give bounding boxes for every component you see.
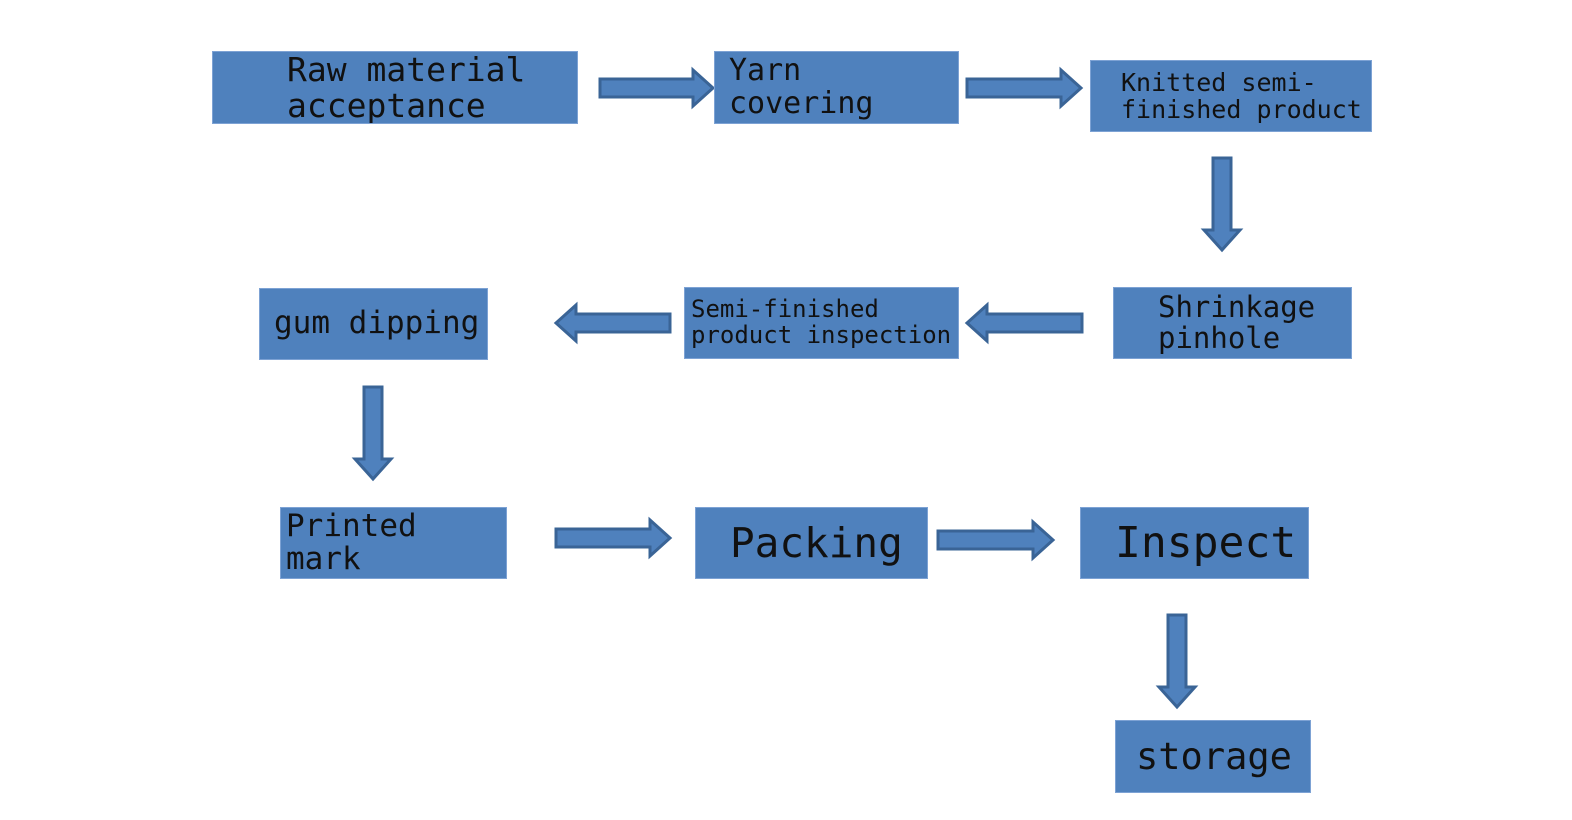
arrow-printed-to-packing <box>554 516 673 560</box>
step-inspect-label: Inspect <box>1115 517 1297 568</box>
step-semi-inspection-line2: product inspection <box>691 321 952 349</box>
step-knitted-line2: finished product <box>1121 95 1362 124</box>
step-inspect: Inspect <box>1080 507 1309 579</box>
step-semi-finished-product-inspection: Semi-finished product inspection <box>684 287 959 359</box>
arrow-gum-to-printed <box>351 385 395 482</box>
arrow-shrinkage-to-semi <box>964 301 1084 345</box>
step-raw-material-line1: Raw material <box>287 51 526 89</box>
step-packing: Packing <box>695 507 928 579</box>
step-yarn-covering-label: Yarn covering <box>729 53 874 121</box>
step-storage: storage <box>1115 720 1311 793</box>
step-shrinkage-pinhole: Shrinkage pinhole <box>1113 287 1352 359</box>
arrow-semi-to-gum <box>553 301 672 345</box>
step-shrinkage-line1: Shrinkage <box>1158 289 1316 324</box>
arrow-inspect-to-storage <box>1155 613 1199 710</box>
step-gum-dipping: gum dipping <box>259 288 488 360</box>
arrow-raw-to-yarn <box>598 66 716 110</box>
step-knitted-line1: Knitted semi- <box>1121 68 1317 97</box>
step-raw-material-line2: acceptance <box>287 85 486 124</box>
arrow-packing-to-inspect <box>936 518 1056 562</box>
step-semi-inspection-line1: Semi-finished <box>691 295 879 324</box>
step-printed-mark-label: Printed mark <box>286 507 417 577</box>
step-storage-label: storage <box>1136 734 1292 778</box>
step-raw-material-acceptance: Raw material acceptance <box>212 51 578 124</box>
step-knitted-semi-finished-product: Knitted semi- finished product <box>1090 60 1372 132</box>
step-gum-dipping-label: gum dipping <box>274 305 480 342</box>
step-yarn-covering: Yarn covering <box>714 51 959 124</box>
arrow-yarn-to-knitted <box>965 66 1084 110</box>
step-printed-mark: Printed mark <box>280 507 507 579</box>
step-shrinkage-line2: pinhole <box>1158 321 1281 355</box>
step-packing-label: Packing <box>730 518 903 567</box>
arrow-knitted-to-shrinkage <box>1200 156 1244 253</box>
